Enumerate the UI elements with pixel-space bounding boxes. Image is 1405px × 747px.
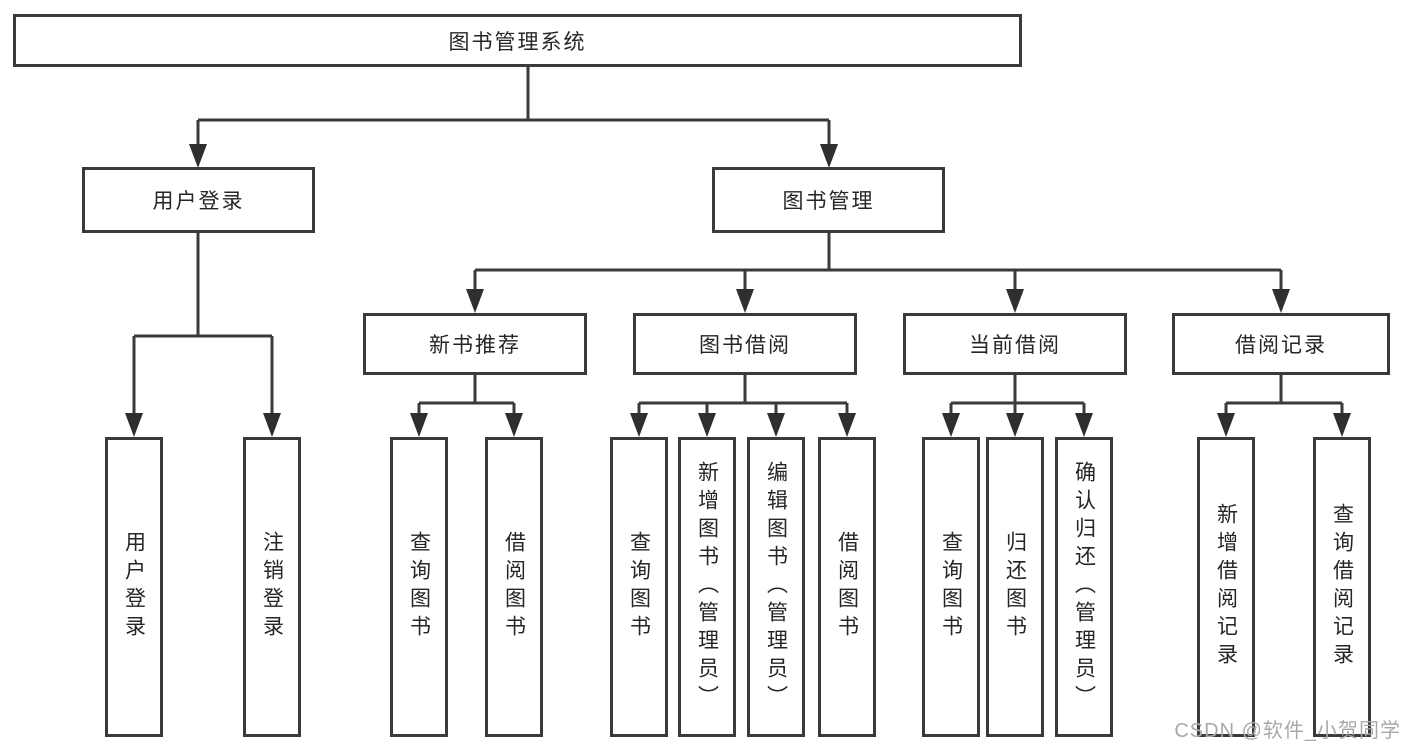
node-borrowing-records: 借阅记录 [1172,313,1390,375]
node-library-system: 图书管理系统 [13,14,1022,67]
node-new-book-recommend-label: 新书推荐 [429,334,521,357]
node-borrowing-records-label: 借阅记录 [1235,334,1327,357]
node-book-borrowing-label: 图书借阅 [699,334,791,357]
leaf-add-borrow-record: 新增借阅记录 [1197,437,1255,737]
leaf-borrow-books-2-label: 借阅图书 [835,531,859,643]
node-current-borrowing-label: 当前借阅 [969,334,1061,357]
leaf-return-books-label: 归还图书 [1003,531,1027,643]
leaf-query-borrow-record-label: 查询借阅记录 [1330,503,1354,671]
leaf-borrow-books-2: 借阅图书 [818,437,876,737]
leaf-confirm-return-admin: 确认归还（管理员） [1055,437,1113,737]
leaf-logout: 注销登录 [243,437,301,737]
leaf-borrow-books-1: 借阅图书 [485,437,543,737]
csdn-watermark: CSDN @软件_小贺同学 [1174,720,1401,742]
leaf-edit-books-admin-label: 编辑图书（管理员） [764,461,788,713]
node-user-login-label: 用户登录 [152,190,245,213]
node-book-borrowing: 图书借阅 [633,313,857,375]
leaf-logout-label: 注销登录 [260,531,284,643]
leaf-user-login-label: 用户登录 [122,531,146,643]
node-library-system-label: 图书管理系统 [448,30,587,54]
leaf-query-books-1-label: 查询图书 [407,531,431,643]
leaf-query-borrow-record: 查询借阅记录 [1313,437,1371,737]
leaf-add-books-admin-label: 新增图书（管理员） [695,461,719,713]
node-user-login: 用户登录 [82,167,315,233]
node-current-borrowing: 当前借阅 [903,313,1127,375]
leaf-add-books-admin: 新增图书（管理员） [678,437,736,737]
arrowheads [125,144,1351,437]
leaf-query-books-2: 查询图书 [610,437,668,737]
leaf-query-books-3: 查询图书 [922,437,980,737]
node-book-management: 图书管理 [712,167,945,233]
leaf-return-books: 归还图书 [986,437,1044,737]
leaf-user-login: 用户登录 [105,437,163,737]
node-book-management-label: 图书管理 [782,190,875,213]
connector-strokes [132,67,1344,416]
leaf-confirm-return-admin-label: 确认归还（管理员） [1072,461,1096,713]
leaf-query-books-3-label: 查询图书 [939,531,963,643]
leaf-add-borrow-record-label: 新增借阅记录 [1214,503,1238,671]
leaf-borrow-books-1-label: 借阅图书 [502,531,526,643]
leaf-query-books-1: 查询图书 [390,437,448,737]
node-new-book-recommend: 新书推荐 [363,313,587,375]
leaf-edit-books-admin: 编辑图书（管理员） [747,437,805,737]
leaf-query-books-2-label: 查询图书 [627,531,651,643]
